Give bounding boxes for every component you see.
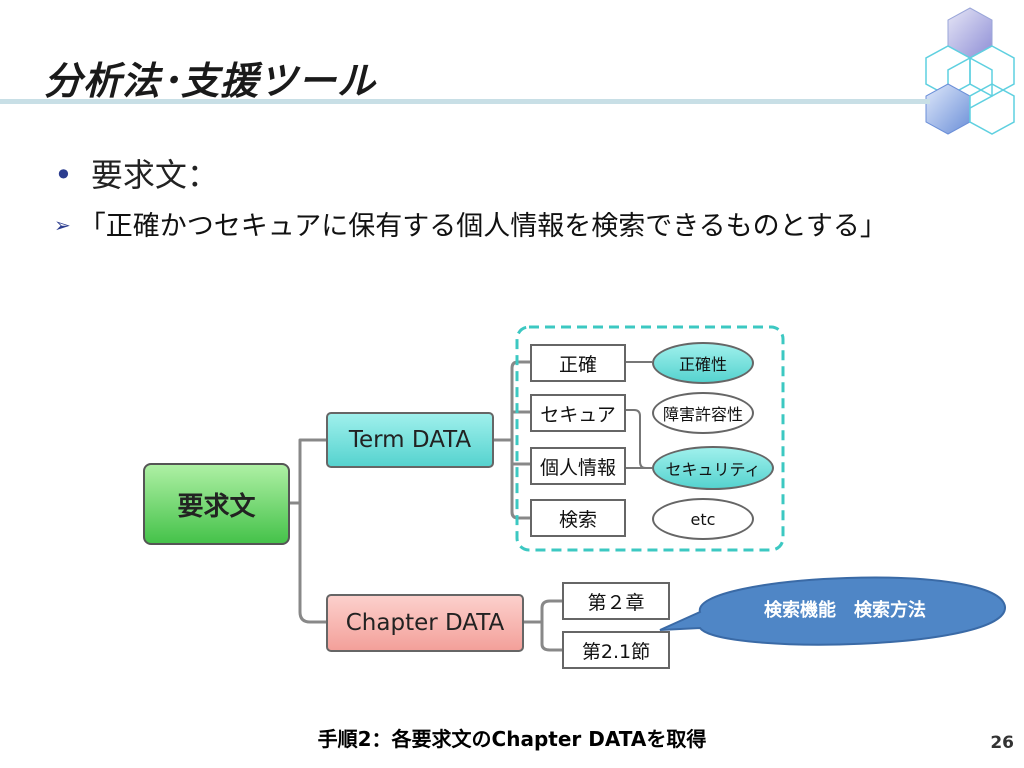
connector-term-items (492, 360, 532, 442)
root-node-label: 要求文 (177, 491, 256, 522)
chapter-data-node: Chapter DATA (326, 594, 524, 652)
root-node: 要求文 (143, 463, 290, 545)
ellipse-security: セキュリティ (652, 446, 774, 490)
term-data-label: Term DATA (348, 427, 472, 453)
hexagon-shape (969, 83, 1015, 135)
term-item-secure: セキュア (530, 394, 626, 432)
callout-bubble (659, 576, 1007, 646)
ellipse-label: セキュリティ (665, 460, 761, 479)
footer-caption: 手順2：各要求文のChapter DATAを取得 (317, 727, 707, 751)
connector-secure (626, 409, 652, 469)
bullet-text: 要求文： (90, 156, 219, 194)
connector-term-item4 (510, 462, 532, 520)
chapter-item-label: 第2.1節 (581, 640, 651, 663)
page-number: 26 (990, 733, 1014, 753)
sub-bullet-text: 「正確かつセキュアに保有する個人情報を検索できるものとする」 (78, 211, 887, 242)
term-item-label: 正確 (558, 353, 597, 376)
term-item-label: セキュア (540, 403, 616, 426)
connector-chapter-item2 (540, 620, 564, 652)
term-item-label: 検索 (558, 508, 597, 531)
sub-bullet-item: ➢ 「正確かつセキュアに保有する個人情報を検索できるものとする」 (54, 204, 887, 243)
ellipse-label: etc (690, 509, 716, 529)
ellipse-seikakusei: 正確性 (652, 342, 754, 384)
hexagon-shape (969, 45, 1015, 97)
callout-text: 検索機能 検索方法 (764, 600, 926, 621)
arrow-bullet-icon: ➢ (54, 213, 71, 237)
ellipse-shogai: 障害許容性 (652, 392, 754, 434)
term-items-group (515, 325, 785, 552)
chapter-item-dai2sho: 第２章 (562, 582, 670, 620)
title-underline (0, 99, 930, 104)
chapter-item-dai21setsu: 第2.1節 (562, 631, 670, 669)
bullet-dot: • (54, 156, 73, 194)
connector-root-chapter (298, 501, 330, 624)
term-item-label: 個人情報 (539, 456, 616, 479)
term-item-kensaku: 検索 (530, 499, 626, 537)
bullet-item: • 要求文： (54, 150, 219, 196)
connector-chapter-items (522, 599, 564, 624)
chapter-item-label: 第２章 (587, 591, 645, 614)
connector-term-item3 (510, 438, 532, 466)
term-data-node: Term DATA (326, 412, 494, 468)
term-item-seikaku: 正確 (530, 344, 626, 382)
ellipse-etc: etc (652, 498, 754, 540)
term-item-kojin: 個人情報 (530, 447, 626, 485)
ellipse-label: 障害許容性 (662, 405, 743, 424)
chapter-data-label: Chapter DATA (345, 610, 505, 636)
ellipse-label: 正確性 (678, 355, 727, 374)
page-title: 分析法･支援ツール (44, 59, 377, 103)
connector-root-term (288, 438, 330, 505)
